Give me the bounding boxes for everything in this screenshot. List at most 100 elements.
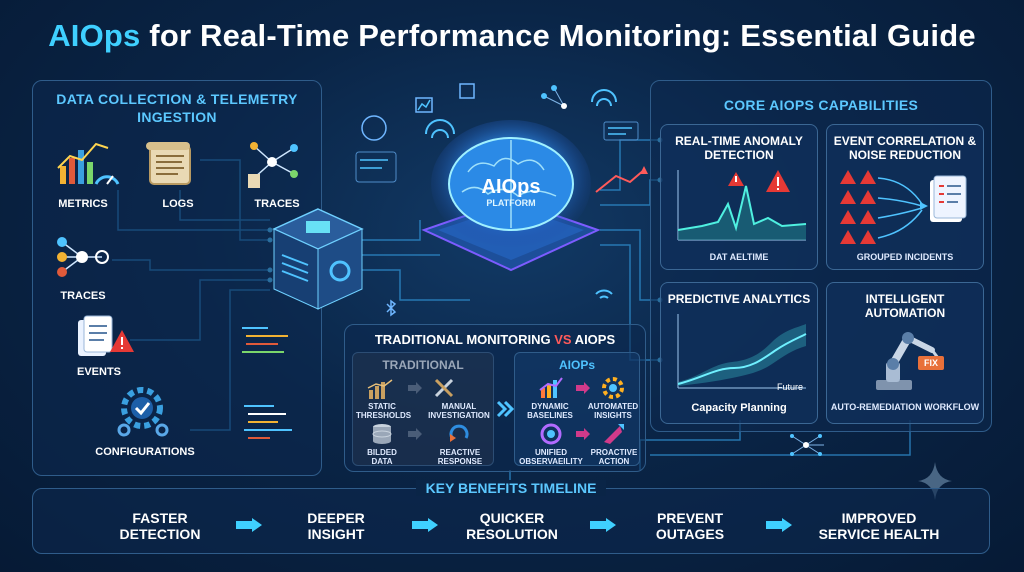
tools-icon	[432, 376, 458, 400]
benefits-panel	[32, 488, 990, 554]
platform-label-line2: PLATFORM	[486, 198, 536, 208]
predictive-analytics-card	[660, 282, 818, 424]
traces-graph-icon	[244, 138, 304, 190]
traditional-item-4: REACTIVE RESPONSE	[428, 448, 492, 466]
benefit-2-l1: DEEPER	[307, 510, 365, 526]
platform-label-line1: AIOps	[481, 176, 541, 198]
traditional-item-4-l2: RESPONSE	[437, 457, 483, 466]
predictive-chart	[672, 312, 810, 392]
configurations-gear-icon	[116, 386, 172, 438]
traces-left-label: TRACES	[60, 290, 106, 302]
traditional-item-3-l1: BILDED	[367, 448, 397, 457]
automation-title-l1: INTELLIGENT	[865, 292, 945, 306]
logs-scroll-icon	[144, 140, 200, 188]
aiops-header: AIOPs	[558, 358, 595, 372]
aiops-item-3-l2: OBSERVAEILITY	[519, 457, 583, 466]
anomaly-chart	[672, 168, 810, 244]
anomaly-detection-card	[660, 124, 818, 270]
automation-title: INTELLIGENT AUTOMATION	[826, 292, 984, 320]
events-alert-icon	[74, 314, 136, 362]
code-snippet-icon-2	[240, 400, 300, 450]
aiops-item-1-l2: BASELINES	[527, 411, 573, 420]
robot-arm-icon	[862, 322, 952, 392]
data-collection-title-line1: DATA COLLECTION & TELEMETRY	[56, 91, 298, 107]
arrow-right-icon-4	[576, 428, 590, 440]
benefit-5-l2: SERVICE HEALTH	[818, 526, 940, 542]
automation-caption: AUTO-REMEDIATION WORKFLOW	[830, 402, 980, 412]
correlation-title: EVENT CORRELATION & NOISE REDUCTION	[826, 134, 984, 162]
benefit-5-l1: IMPROVED	[841, 510, 917, 526]
aiops-item-2: AUTOMATED INSIGHTS	[586, 402, 640, 420]
traces-network-icon	[52, 232, 112, 282]
anomaly-caption: DAT AELTIME	[709, 252, 769, 262]
title-rest: for Real-Time Performance Monitoring: Es…	[140, 18, 976, 53]
predictive-title: PREDICTIVE ANALYTICS	[667, 292, 811, 306]
traditional-item-3-l2: DATA	[371, 457, 393, 466]
benefit-3: QUICKER RESOLUTION	[450, 510, 574, 542]
benefit-1-l2: DETECTION	[119, 526, 201, 542]
benefit-2-l2: INSIGHT	[307, 526, 365, 542]
traditional-item-4-l1: REACTIVE	[439, 448, 481, 457]
bluetooth-icon	[386, 299, 397, 317]
benefits-title-wrap: KEY BENEFITS TIMELINE	[32, 480, 990, 498]
arrow-right-icon-3	[576, 382, 590, 394]
traditional-item-2-l1: MANUAL	[441, 402, 477, 411]
wifi-icon	[594, 286, 614, 302]
database-icon	[370, 422, 394, 446]
benefit-1: FASTER DETECTION	[98, 510, 222, 542]
benefit-4-l1: PREVENT	[656, 510, 724, 526]
benefits-title: KEY BENEFITS TIMELINE	[415, 480, 607, 496]
correlation-caption: GROUPED INCIDENTS	[856, 252, 954, 262]
traditional-column	[352, 352, 494, 466]
traditional-header: TRADITIONAL	[382, 358, 464, 372]
network-node-icon	[786, 430, 826, 460]
benefit-4: PREVENT OUTAGES	[630, 510, 750, 542]
traditional-item-1: STATIC THRESHOLDS	[356, 402, 412, 420]
arrow-right-icon	[408, 382, 422, 394]
traditional-item-1-l2: THRESHOLDS	[356, 411, 412, 420]
platform-label: AIOps PLATFORM	[452, 176, 570, 209]
arrow-right-icon-2	[408, 428, 422, 440]
anomaly-title-l1: REAL-TIME ANOMALY	[675, 134, 803, 148]
benefit-4-l2: OUTAGES	[655, 526, 725, 542]
configurations-label: CONFIGURATIONS	[95, 446, 195, 458]
aiops-item-1-l1: DYNAMIC	[531, 402, 569, 411]
benefit-5: IMPROVED SERVICE HEALTH	[806, 510, 952, 542]
aiops-column	[514, 352, 640, 466]
predictive-caption: Capacity Planning	[691, 402, 787, 414]
bar-chart-icon	[366, 378, 394, 400]
capabilities-title: CORE AIOPS CAPABILITIES	[723, 97, 919, 113]
comparison-title-b: AIOPS	[571, 332, 616, 347]
comparison-title-a: TRADITIONAL MONITORING	[374, 332, 555, 347]
logs-label: LOGS	[162, 198, 194, 210]
correlation-title-l2: NOISE REDUCTION	[848, 148, 961, 162]
benefit-arrow-icon-4	[766, 518, 792, 532]
aiops-item-2-l2: INSIGHTS	[594, 411, 632, 420]
benefit-arrow-icon-1	[236, 518, 262, 532]
metrics-label: METRICS	[58, 198, 108, 210]
intelligent-automation-card	[826, 282, 984, 424]
page-title: AIOps for Real-Time Performance Monitori…	[0, 18, 1024, 54]
anomaly-title: REAL-TIME ANOMALY DETECTION	[660, 134, 818, 162]
events-label: EVENTS	[76, 366, 121, 378]
traditional-item-2-l2: INVESTIGATION	[428, 411, 490, 420]
aiops-item-3: UNIFIED OBSERVAEILITY	[518, 448, 584, 466]
aiops-platform-graphic	[418, 120, 604, 272]
traditional-item-1-l1: STATIC	[368, 402, 396, 411]
aiops-item-4-l2: ACTION	[598, 457, 630, 466]
benefit-1-l1: FASTER	[132, 510, 188, 526]
traditional-item-3: BILDED DATA	[356, 448, 408, 466]
data-collection-title: DATA COLLECTION & TELEMETRY INGESTION	[40, 90, 314, 126]
comparison-title-vs: VS	[554, 332, 572, 347]
anomaly-title-l2: DETECTION	[704, 148, 774, 162]
aiops-item-3-l1: UNIFIED	[535, 448, 567, 457]
data-collection-title-line2: INGESTION	[137, 109, 217, 125]
sparkle-icon	[918, 462, 952, 500]
aiops-item-4: PROACTIVE ACTION	[588, 448, 640, 466]
fix-badge: FIX	[923, 358, 938, 368]
aiops-item-2-l1: AUTOMATED	[587, 402, 639, 411]
floating-tech-icons	[354, 83, 654, 206]
automation-title-l2: AUTOMATION	[864, 306, 946, 320]
aiops-item-1: DYNAMIC BASELINES	[522, 402, 578, 420]
grouped-alerts-graphic	[836, 166, 976, 246]
